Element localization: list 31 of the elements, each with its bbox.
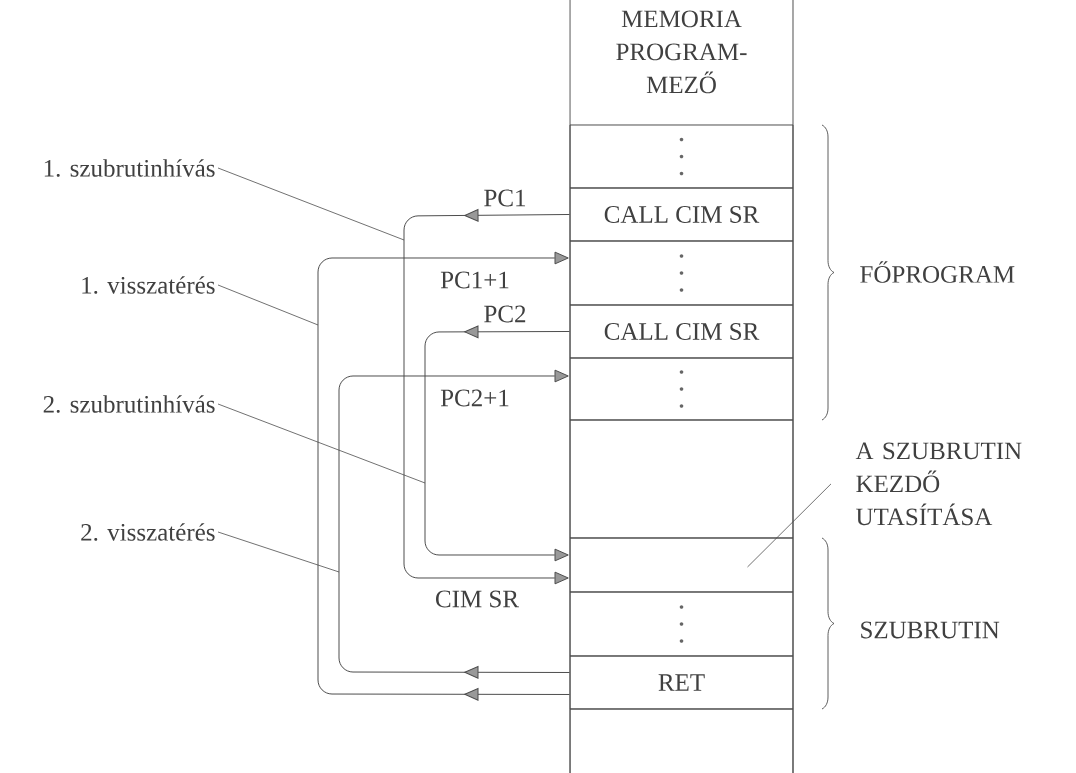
memory-cell [569,591,794,657]
callout-text: 2. visszatérés [81,523,215,541]
edge-label: PC1 [482,188,528,208]
memory-cell [569,357,794,421]
leader-line [217,167,405,241]
edge-label: PC2 [482,304,528,324]
arrow [424,325,570,562]
callout-text: 2. szubrutinhívás [43,395,215,413]
edge-label: PC2+1 [439,388,511,408]
memory-cell [569,124,794,189]
arrow [338,369,570,679]
edge-label: PC1+1 [439,270,511,290]
callout-text: 1. visszatérés [82,276,215,294]
callout-text: 1. szubrutinhívás [44,159,215,177]
instruction-cell: CALL CIM SR [569,304,794,359]
memory-cell [569,537,794,593]
arrow [403,208,570,585]
section-label: SZUBRUTIN [861,621,1000,639]
memory-cell [569,240,794,306]
leader-line [217,531,340,573]
leader-line [747,483,832,568]
memory-cell [569,419,794,539]
arrow [317,251,570,701]
leader-line [217,284,319,326]
instruction-cell: RET [569,655,794,710]
address-label: CIM SR [436,590,519,608]
memory-cell [569,708,794,773]
leader-line [217,403,426,484]
instruction-cell: CALL CIM SR [569,187,794,242]
section-label: FŐPROGRAM [860,261,1015,283]
note-text: A SZUBRUTIN KEZDŐ UTASÍTÁSA [855,442,1022,526]
